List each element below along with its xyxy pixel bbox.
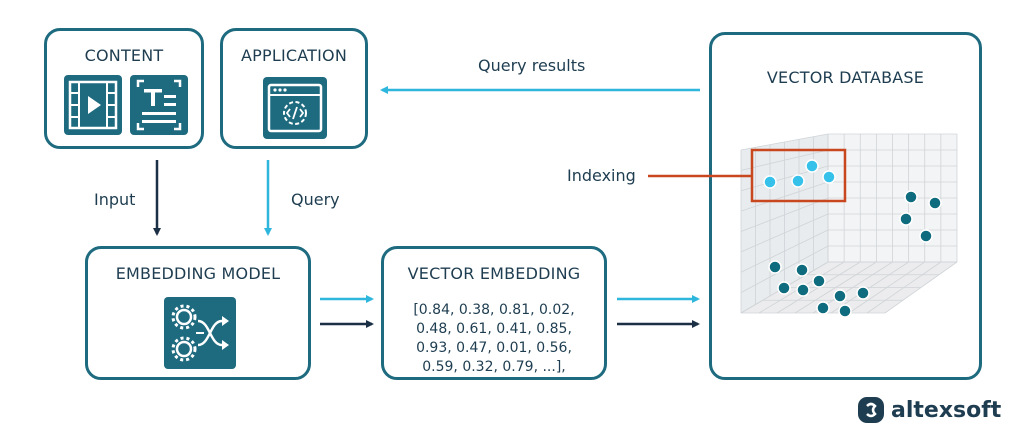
- indexed-vector-point: [791, 174, 805, 188]
- embedding-line: [0.84, 0.38, 0.81, 0.02,: [413, 302, 575, 318]
- application-title: APPLICATION: [240, 46, 347, 65]
- vector-point: [904, 190, 918, 204]
- code-window-icon: [263, 77, 327, 139]
- embedding-line: 0.59, 0.32, 0.79, ...],: [422, 359, 566, 375]
- application-node: APPLICATION: [220, 28, 368, 149]
- gears-flow-icon: [164, 297, 236, 369]
- vector-point: [899, 212, 913, 226]
- vector-point: [919, 229, 933, 243]
- vector-embedding-title: VECTOR EMBEDDING: [407, 264, 581, 283]
- indexed-vector-point: [805, 159, 819, 173]
- vector-point: [777, 281, 791, 295]
- vector-point: [795, 263, 809, 277]
- grid-line: [740, 149, 829, 171]
- brand-name: altexsoft: [891, 398, 1002, 423]
- indexing-label: Indexing: [567, 166, 636, 185]
- query-label: Query: [291, 190, 340, 209]
- indexed-vector-point: [763, 175, 777, 189]
- input-label: Input: [94, 190, 136, 209]
- vector-embedding-node: VECTOR EMBEDDING [0.84, 0.38, 0.81, 0.02…: [381, 246, 607, 380]
- altexsoft-logo-icon: [858, 397, 884, 423]
- vector-point: [796, 283, 810, 297]
- embedding-line: 0.93, 0.47, 0.01, 0.56,: [416, 340, 572, 356]
- vector-point: [833, 289, 847, 303]
- grid-line: [740, 245, 829, 293]
- grid-line: [740, 213, 829, 253]
- vector-point: [768, 260, 782, 274]
- embedding-model-title: EMBEDDING MODEL: [115, 264, 281, 283]
- embedding-values: [0.84, 0.38, 0.81, 0.02, 0.48, 0.61, 0.4…: [384, 301, 604, 377]
- indexed-vector-point: [822, 170, 836, 184]
- grid-line: [740, 181, 829, 212]
- embedding-model-node: EMBEDDING MODEL: [85, 246, 311, 380]
- vector-point: [838, 304, 852, 318]
- vector-point: [816, 301, 830, 315]
- vector-point: [928, 196, 942, 210]
- video-file-icon: [64, 75, 122, 135]
- query-results-label: Query results: [478, 56, 586, 75]
- grid-line: [740, 197, 829, 232]
- vector-point: [856, 286, 870, 300]
- content-node: CONTENT: [44, 28, 204, 149]
- content-title: CONTENT: [84, 46, 164, 65]
- text-document-icon: [130, 75, 188, 135]
- embedding-line: 0.48, 0.61, 0.41, 0.85,: [416, 321, 572, 337]
- vector-database-title: VECTOR DATABASE: [766, 68, 925, 87]
- vector-point: [812, 274, 826, 288]
- grid-line: [740, 133, 829, 151]
- grid-line: [740, 229, 829, 273]
